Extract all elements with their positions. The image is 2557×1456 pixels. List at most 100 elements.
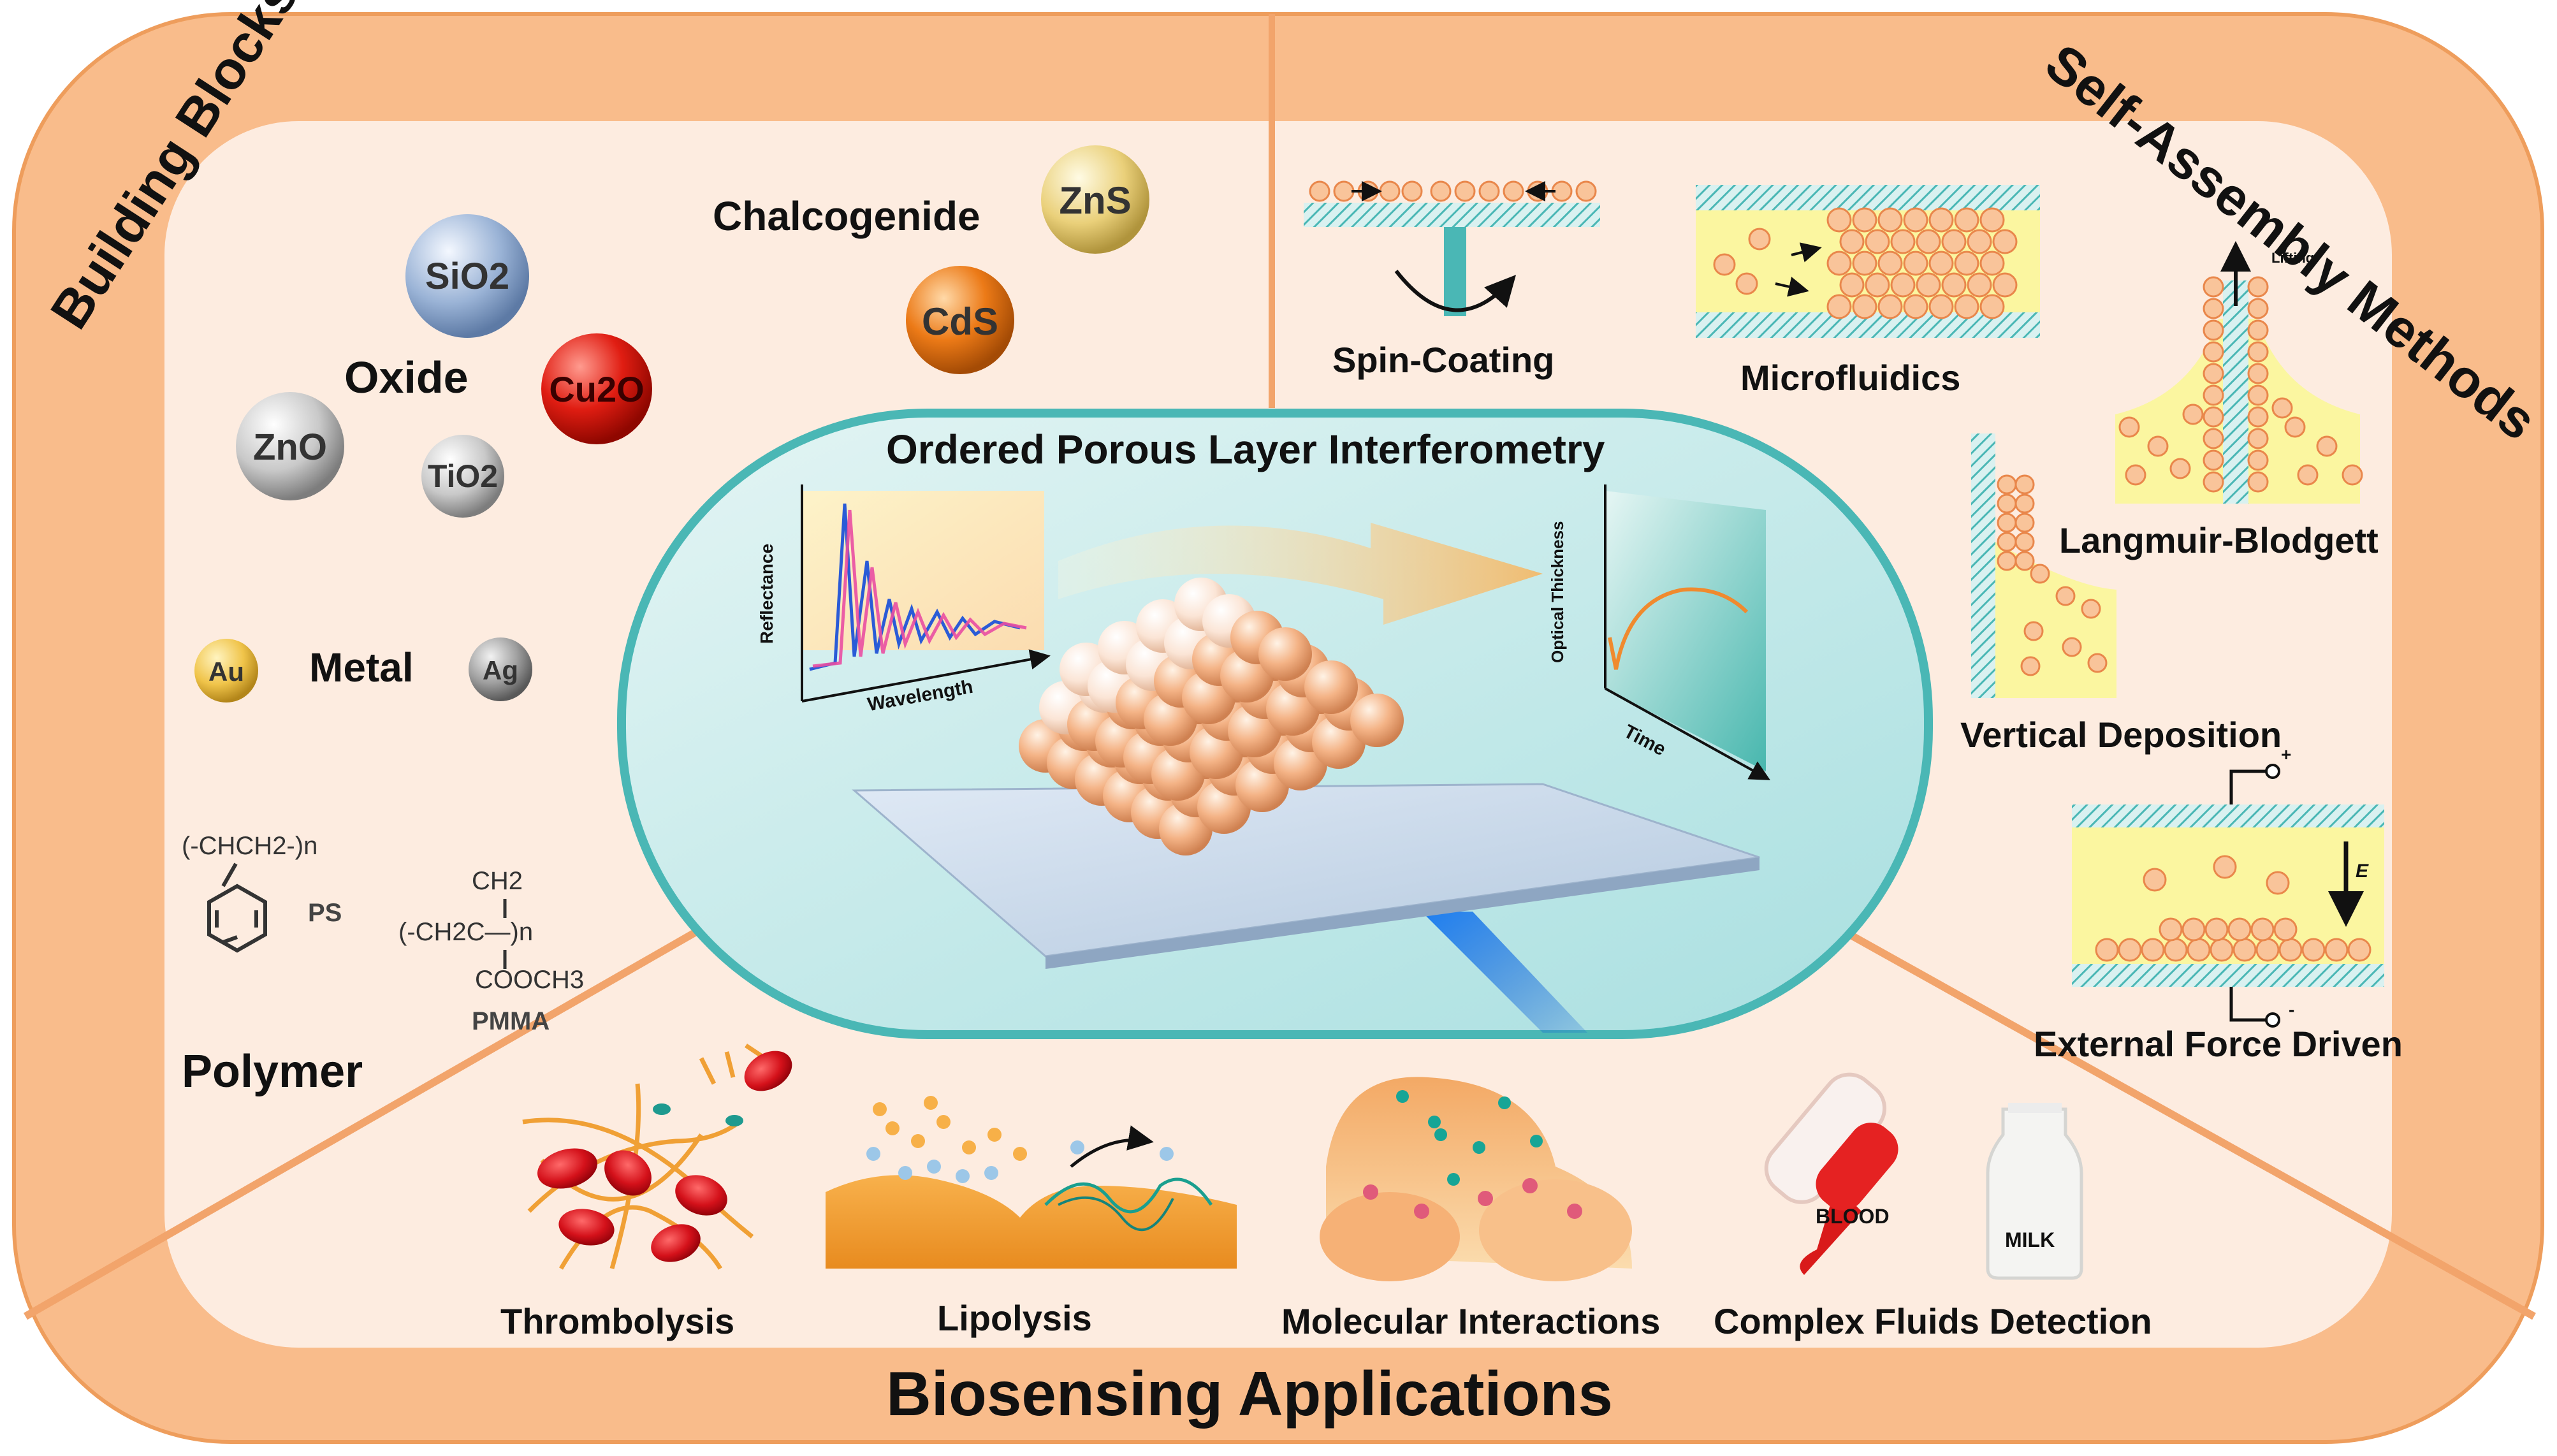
particle — [2255, 938, 2280, 962]
divider-left — [24, 914, 722, 1320]
spin-coating-illustration — [1304, 180, 1600, 316]
particle — [2020, 656, 2041, 676]
sphere-tio2 — [421, 435, 504, 518]
particle — [2247, 276, 2269, 298]
particle — [2169, 458, 2191, 479]
particle — [2247, 341, 2269, 363]
particle — [2081, 599, 2101, 619]
pmma-ch2: CH2 — [472, 867, 523, 895]
lipolysis-label: Lipolysis — [937, 1298, 1092, 1338]
particle — [2182, 404, 2204, 425]
particle — [2316, 435, 2338, 457]
external-force-illustration — [2072, 764, 2384, 1028]
particle — [2203, 276, 2224, 298]
minus-label: - — [2289, 1000, 2295, 1019]
particle — [1333, 180, 1355, 202]
particle — [2014, 551, 2035, 571]
particle — [1401, 180, 1423, 202]
particle — [2247, 363, 2269, 384]
particle — [2204, 917, 2229, 942]
particle — [2159, 917, 2183, 942]
particle — [1954, 294, 1979, 319]
particle — [956, 1169, 970, 1183]
ps-name: PS — [308, 899, 342, 927]
ps-structure — [207, 863, 267, 953]
au-label: Au — [208, 657, 244, 687]
particle — [1498, 1096, 1511, 1109]
field-label: E — [2356, 861, 2369, 882]
particle — [1258, 627, 1312, 681]
section-title-biosensing: Biosensing Applications — [886, 1358, 1613, 1429]
particle — [1916, 229, 1941, 254]
particle — [1839, 272, 1865, 298]
particle — [1473, 1141, 1485, 1154]
sphere-zno — [236, 392, 344, 500]
reflectance-ylabel: Reflectance — [757, 543, 776, 644]
blood-label: BLOOD — [1816, 1205, 1890, 1228]
pmma-chain: (-CH2C—)n — [398, 918, 534, 946]
particle — [1903, 251, 1928, 276]
particle — [885, 1121, 900, 1135]
particle — [2014, 513, 2035, 533]
particle — [2297, 464, 2319, 486]
particle — [1979, 294, 2005, 319]
particle — [2125, 464, 2146, 486]
blood-tube — [1764, 1072, 1898, 1275]
particle — [1748, 228, 1771, 251]
particle — [2247, 406, 2269, 428]
sphere-ag — [469, 637, 532, 701]
particle — [1954, 251, 1979, 276]
molecular-label: Molecular Interactions — [1281, 1301, 1661, 1341]
light-beam — [1422, 912, 1587, 1033]
microfluidics-label: Microfluidics — [1740, 358, 1961, 398]
particle — [1447, 1173, 1460, 1186]
particle — [2233, 938, 2257, 962]
particle — [898, 1166, 912, 1180]
particle — [1928, 294, 1954, 319]
particle — [2342, 464, 2363, 486]
particle — [2087, 653, 2108, 673]
particle — [2247, 319, 2269, 341]
external-force-label: External Force Driven — [2034, 1024, 2403, 1064]
particle — [1478, 1191, 1493, 1206]
center-title: Ordered Porous Layer Interferometry — [886, 426, 1605, 472]
particle — [2227, 917, 2252, 942]
molecular-illustration — [1320, 1077, 1632, 1281]
particle — [866, 1147, 880, 1161]
particle-pyramid — [1019, 578, 1404, 855]
particle — [2247, 471, 2269, 493]
red-blood-cells — [537, 1051, 792, 1262]
pmma-ester: COOCH3 — [475, 966, 585, 994]
ag-label: Ag — [483, 655, 518, 685]
milk-bottle — [1986, 1103, 2083, 1280]
particle — [1903, 207, 1928, 233]
particle — [2203, 428, 2224, 449]
particle — [2271, 397, 2293, 419]
thickness-plot — [1604, 484, 1770, 780]
particle — [2284, 416, 2306, 438]
particle — [2278, 938, 2303, 962]
particle — [1992, 229, 2018, 254]
particle — [1839, 229, 1865, 254]
particle — [1379, 180, 1401, 202]
particle — [1997, 493, 2017, 514]
sphere-zns — [1041, 145, 1149, 254]
plus-label: + — [2281, 745, 2292, 764]
particle — [2141, 938, 2165, 962]
particle — [2247, 384, 2269, 406]
particle — [2273, 917, 2298, 942]
particle — [2118, 938, 2142, 962]
particle — [2203, 384, 2224, 406]
particle — [2210, 938, 2234, 962]
sphere-cu2o — [541, 333, 652, 444]
particle — [1503, 180, 1524, 202]
particle — [1992, 272, 2018, 298]
particle — [1890, 272, 1916, 298]
particle — [1826, 251, 1852, 276]
particle — [1967, 229, 1992, 254]
reflectance-plot — [801, 484, 1051, 703]
particle — [936, 1115, 951, 1129]
sphere-sio2 — [405, 214, 529, 338]
particle — [1363, 1184, 1378, 1200]
particle — [2030, 564, 2050, 584]
